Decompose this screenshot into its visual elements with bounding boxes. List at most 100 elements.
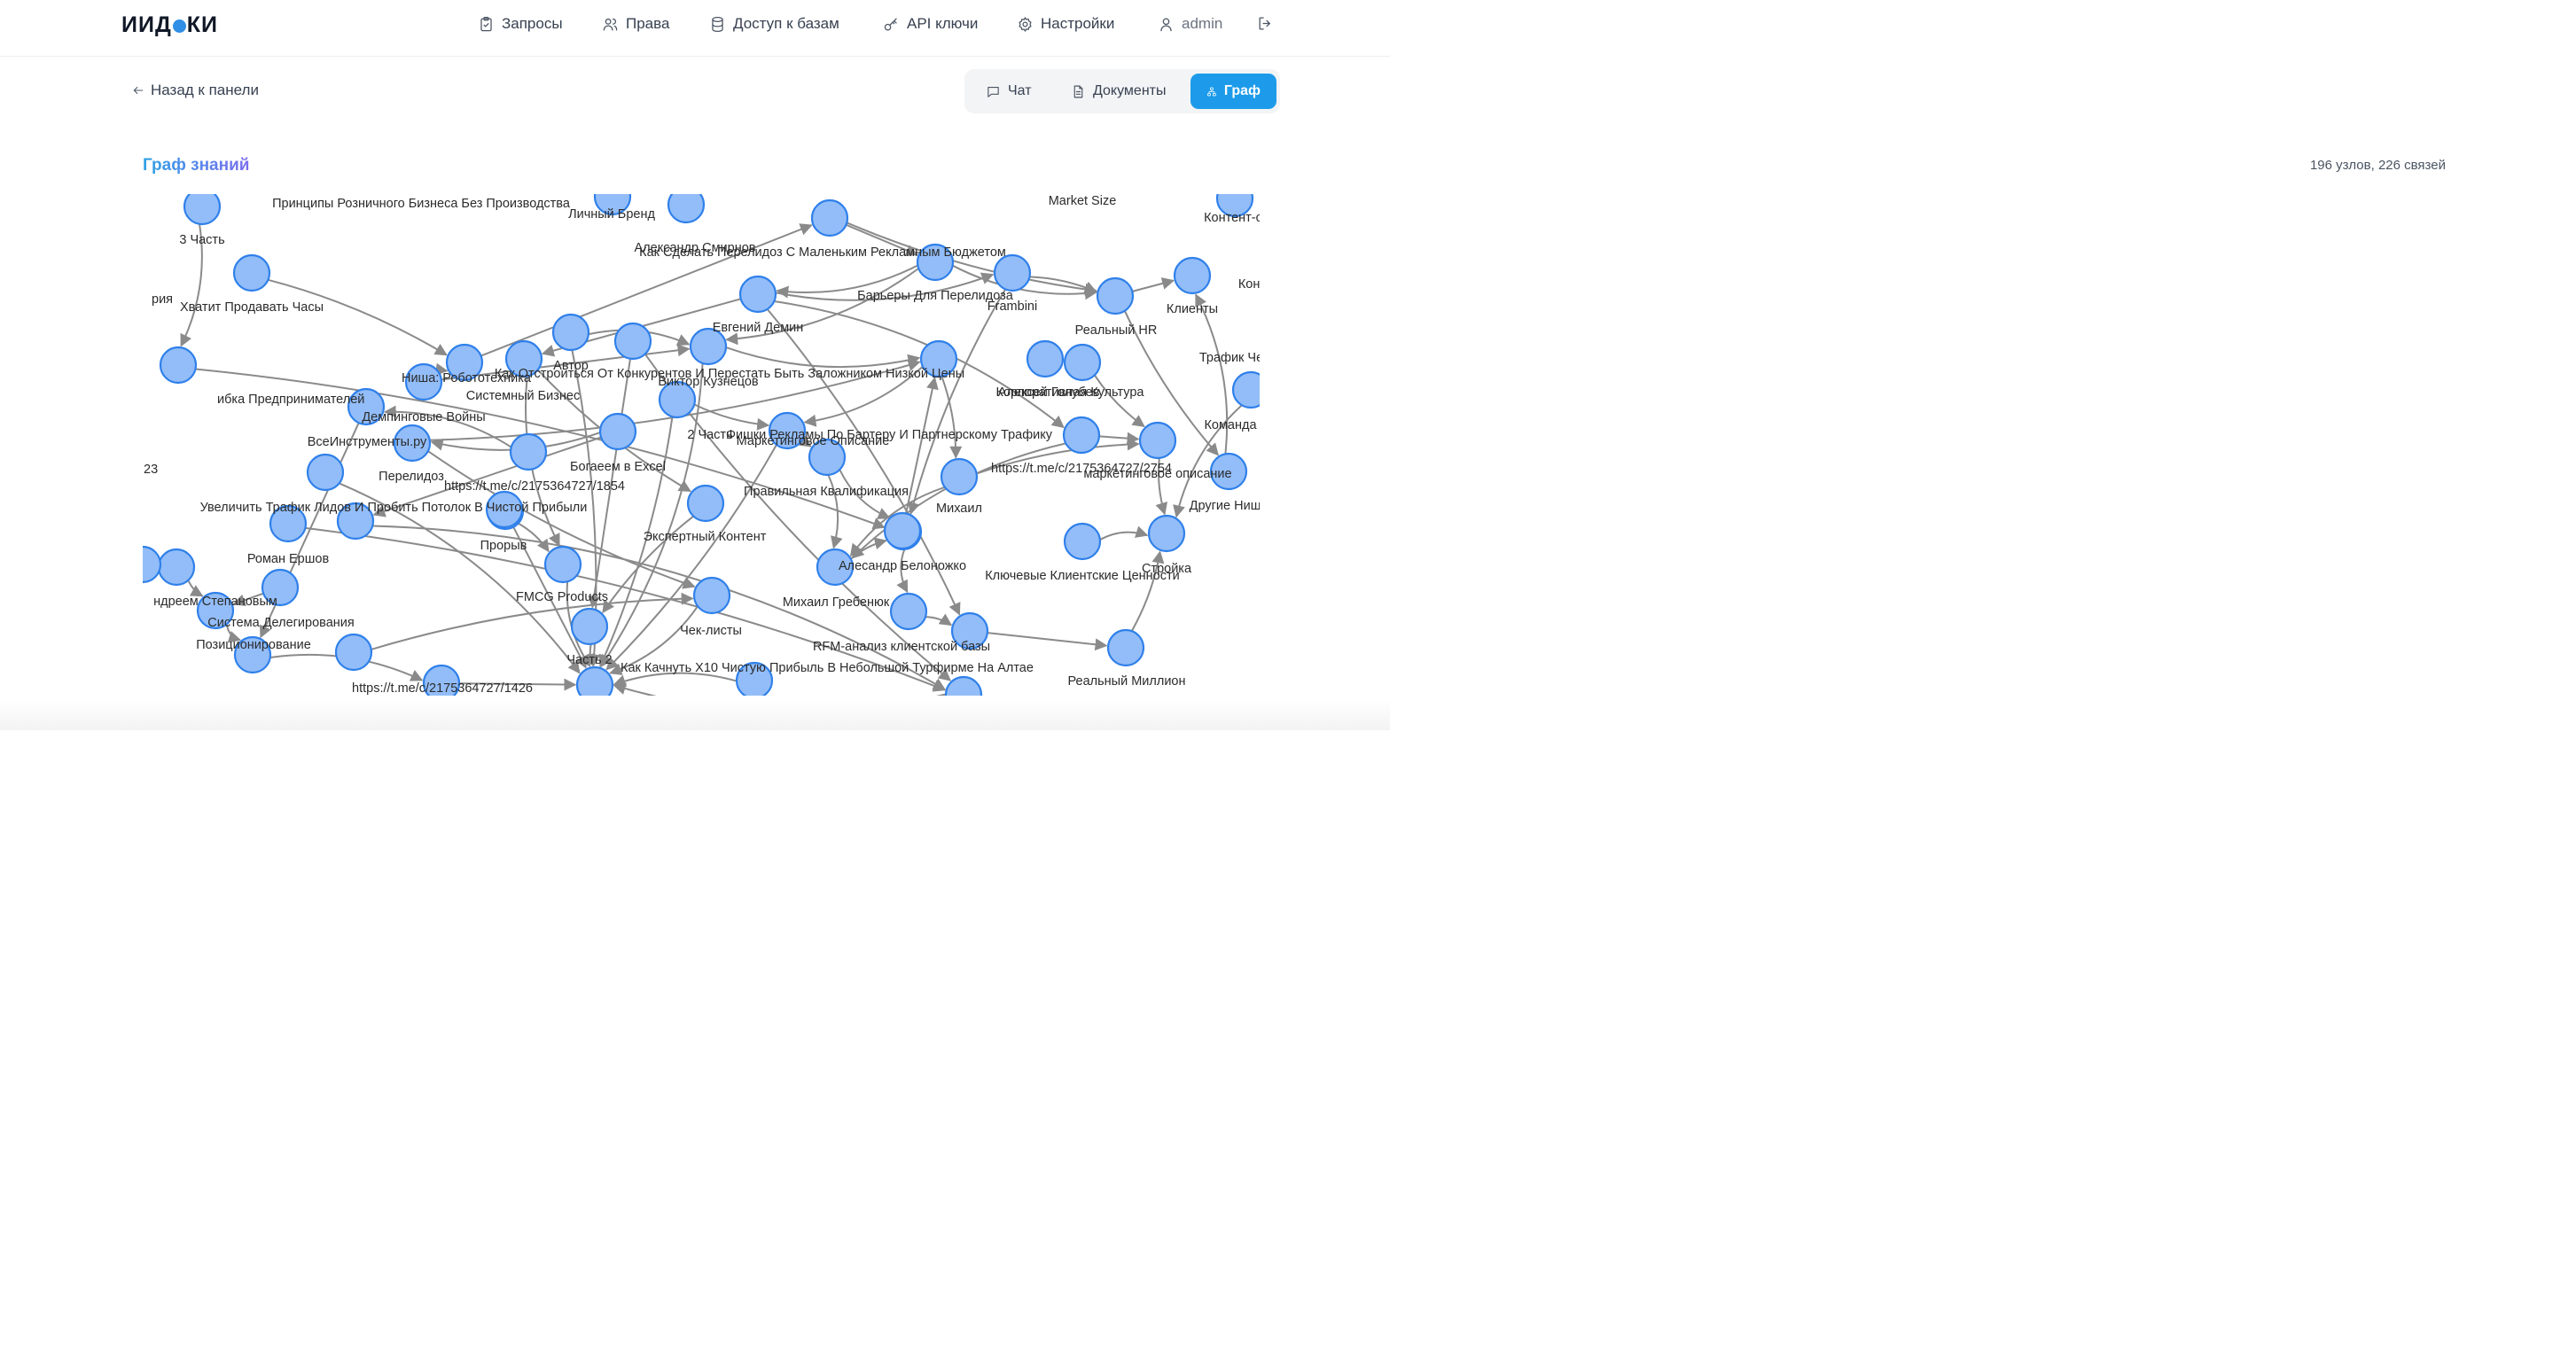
graph-node[interactable] xyxy=(810,198,849,237)
graph-node-label: Ниша: Робототехника xyxy=(402,371,532,385)
graph-node[interactable] xyxy=(993,253,1032,292)
nav-db-access[interactable]: Доступ к базам xyxy=(709,15,839,33)
graph-edge xyxy=(846,222,1098,296)
graph-node[interactable] xyxy=(889,592,928,631)
graph-node[interactable] xyxy=(1215,194,1254,218)
graph-node-label: маркетинговое описание xyxy=(1083,467,1231,481)
graph-node[interactable] xyxy=(944,675,983,696)
graph-node[interactable] xyxy=(393,424,432,463)
graph-node[interactable] xyxy=(1062,416,1101,455)
graph-node[interactable] xyxy=(306,453,345,492)
graph-node[interactable] xyxy=(485,490,524,529)
nav-api-keys[interactable]: API ключи xyxy=(883,15,978,33)
graph-node[interactable] xyxy=(336,502,375,541)
graph-node[interactable] xyxy=(261,568,300,607)
graph-node[interactable] xyxy=(613,322,652,361)
graph-edge xyxy=(1132,277,1175,292)
nav-db-access-label: Доступ к базам xyxy=(733,15,839,32)
nav-requests[interactable]: Запросы xyxy=(478,15,563,33)
graph-node[interactable] xyxy=(735,661,774,696)
graph-node[interactable] xyxy=(919,339,958,378)
graph-node[interactable] xyxy=(598,412,637,451)
graph-edge xyxy=(987,632,1108,651)
key-icon xyxy=(884,18,897,30)
document-icon xyxy=(1073,85,1083,97)
graph-node[interactable] xyxy=(422,664,461,696)
graph-node[interactable] xyxy=(232,253,271,292)
graph-edge xyxy=(766,308,961,616)
graph-node[interactable] xyxy=(658,380,697,419)
graph-node[interactable] xyxy=(916,243,955,282)
logout-button[interactable] xyxy=(1257,15,1274,32)
nav-rights[interactable]: Права xyxy=(602,15,669,33)
graph-node[interactable] xyxy=(570,607,609,646)
graph-edge xyxy=(976,438,1140,475)
graph-node[interactable] xyxy=(689,327,728,366)
nav-user[interactable]: admin xyxy=(1158,15,1222,33)
graph-node[interactable] xyxy=(233,635,272,674)
graph-node-label: Александр Смирнов xyxy=(635,241,756,255)
graph-node[interactable] xyxy=(1231,370,1260,409)
graph-node[interactable] xyxy=(950,611,989,650)
graph-node[interactable] xyxy=(808,438,847,477)
graph-node[interactable] xyxy=(543,545,582,584)
graph-node[interactable] xyxy=(143,545,162,584)
graph-node-label: Как Качнуть X10 Чистую Прибыль В Небольш… xyxy=(621,661,1034,675)
tab-documents[interactable]: Документы xyxy=(1055,74,1182,109)
graph-node[interactable] xyxy=(692,576,731,615)
graph-node[interactable] xyxy=(816,548,855,587)
graph-node[interactable] xyxy=(159,346,198,385)
graph-node[interactable] xyxy=(667,194,706,224)
graph-node[interactable] xyxy=(334,633,373,672)
graph-node-label: Контент-с xyxy=(1204,211,1260,225)
graph-node[interactable] xyxy=(593,194,632,216)
graph-edge xyxy=(725,346,921,369)
graph-node[interactable] xyxy=(504,339,543,378)
graph-node[interactable] xyxy=(1209,452,1248,491)
graph-node-label: Чек-листы xyxy=(680,624,742,638)
graph-node[interactable] xyxy=(1063,343,1102,382)
graph-network-icon xyxy=(1207,87,1216,96)
graph-node[interactable] xyxy=(768,411,807,450)
graph-edge xyxy=(849,486,946,557)
graph-node-label: Ключевые Клиентские Ценности xyxy=(985,569,1180,583)
graph-edge xyxy=(613,672,738,687)
graph-node-label: Маркетинговое Описание xyxy=(737,434,890,448)
tab-chat[interactable]: Чат xyxy=(970,74,1048,109)
graph-node[interactable] xyxy=(883,511,922,550)
graph-node-label: ндреем Степановым xyxy=(153,595,277,609)
graph-node[interactable] xyxy=(686,484,725,523)
graph-node[interactable] xyxy=(183,194,222,226)
back-to-panel-link[interactable]: Назад к панели xyxy=(132,82,259,99)
graph-node-label: Прорыв xyxy=(480,539,527,553)
graph-node[interactable] xyxy=(1063,522,1102,561)
graph-node[interactable] xyxy=(738,275,777,314)
graph-node-label: Frambini xyxy=(987,300,1037,314)
nav-settings[interactable]: Настройки xyxy=(1017,15,1114,33)
graph-node[interactable] xyxy=(445,343,484,382)
graph-node-label: Трафик Че xyxy=(1199,351,1260,365)
graph-node[interactable] xyxy=(1147,514,1186,553)
graph-node[interactable] xyxy=(1106,628,1145,667)
graph-node[interactable] xyxy=(940,457,979,496)
graph-edge xyxy=(775,272,995,301)
graph-node[interactable] xyxy=(404,362,443,401)
graph-node[interactable] xyxy=(1138,421,1177,460)
graph-node[interactable] xyxy=(347,387,386,426)
graph-node[interactable] xyxy=(575,665,614,696)
graph-edge xyxy=(598,416,674,668)
graph-node[interactable] xyxy=(509,432,548,471)
graph-node[interactable] xyxy=(157,548,196,587)
graph-node[interactable] xyxy=(551,313,590,352)
graph-node[interactable] xyxy=(1096,276,1135,315)
graph-node[interactable] xyxy=(196,591,235,630)
view-tabs: Чат Документы Граф xyxy=(964,69,1280,113)
graph-node[interactable] xyxy=(1173,256,1212,295)
graph-node[interactable] xyxy=(1026,339,1065,378)
graph-node-label: Стройка xyxy=(1142,562,1192,576)
tab-graph[interactable]: Граф xyxy=(1190,74,1276,109)
graph-node[interactable] xyxy=(269,504,308,543)
